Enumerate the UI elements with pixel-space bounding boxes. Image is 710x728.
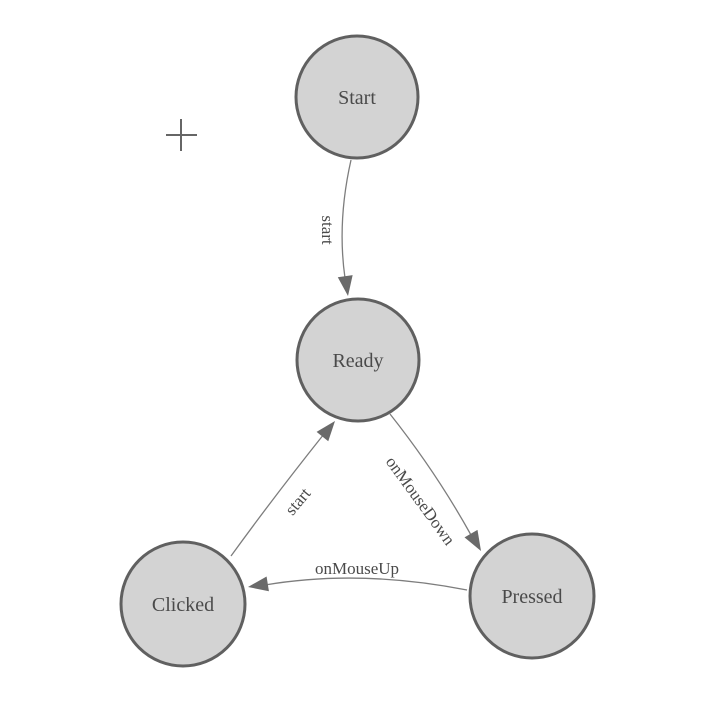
state-node-pressed[interactable]: Pressed bbox=[468, 532, 596, 660]
edge-line bbox=[389, 413, 472, 536]
state-node-label: Ready bbox=[332, 350, 383, 372]
edge-line bbox=[230, 433, 325, 557]
edge-ready-to-pressed[interactable]: onMouseDown bbox=[382, 413, 488, 555]
edge-label: start bbox=[281, 484, 315, 519]
state-node-shape[interactable] bbox=[294, 34, 420, 160]
edge-label: start bbox=[318, 215, 337, 245]
edge-line bbox=[264, 577, 468, 591]
arrowhead-icon bbox=[316, 421, 335, 442]
state-node-label: Start bbox=[338, 87, 376, 109]
state-node-shape[interactable] bbox=[119, 540, 247, 668]
state-node-clicked[interactable]: Clicked bbox=[119, 540, 247, 668]
edge-line bbox=[341, 159, 352, 279]
state-node-start[interactable]: Start bbox=[294, 34, 420, 160]
edge-clicked-to-ready[interactable]: start bbox=[230, 416, 341, 557]
state-node-label: Pressed bbox=[501, 586, 562, 608]
edge-pressed-to-clicked[interactable]: onMouseUp bbox=[247, 559, 468, 594]
state-node-shape[interactable] bbox=[295, 297, 421, 423]
edge-label: onMouseDown bbox=[382, 453, 459, 549]
arrowhead-icon bbox=[337, 275, 353, 296]
state-node-ready[interactable]: Ready bbox=[295, 297, 421, 423]
state-node-label: Clicked bbox=[152, 594, 214, 616]
edge-label: onMouseUp bbox=[315, 559, 399, 578]
state-node-shape[interactable] bbox=[468, 532, 596, 660]
edge-start-to-ready[interactable]: start bbox=[318, 159, 355, 297]
arrowhead-icon bbox=[248, 576, 269, 592]
crosshair-plus-icon bbox=[166, 119, 197, 151]
arrowhead-icon bbox=[464, 529, 481, 551]
